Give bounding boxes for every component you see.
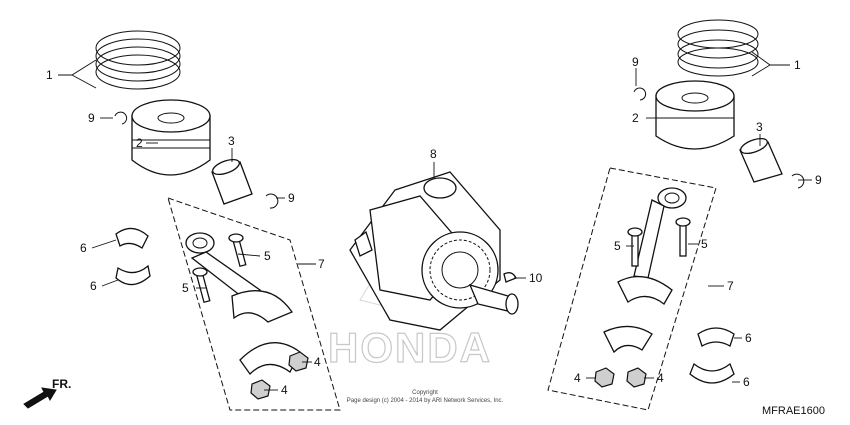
left-connecting-rod bbox=[185, 232, 293, 323]
callout-5-left-a: 5 bbox=[264, 249, 271, 263]
copyright-line-2: Page design (c) 2004 - 2014 by ARI Netwo… bbox=[347, 398, 504, 404]
copyright-line-1: Copyright bbox=[412, 390, 438, 396]
right-rod-group-box bbox=[547, 167, 717, 411]
left-clip-9a bbox=[114, 111, 128, 125]
left-piston bbox=[131, 99, 211, 176]
honda-watermark: HONDA bbox=[327, 184, 501, 372]
callout-9-left-b: 9 bbox=[288, 191, 295, 205]
callout-6-left-a: 6 bbox=[80, 241, 87, 255]
callout-3-right: 3 bbox=[756, 120, 763, 134]
front-label: FR. bbox=[52, 377, 71, 391]
watermark-text: HONDA bbox=[328, 324, 492, 371]
callout-1-left: 1 bbox=[46, 68, 53, 82]
woodruff-key bbox=[503, 272, 517, 283]
callout-9-right-b: 9 bbox=[815, 173, 822, 187]
callout-10-key: 10 bbox=[529, 271, 543, 285]
copyright-notice: Copyright Page design (c) 2004 - 2014 by… bbox=[347, 390, 504, 404]
left-clip-9b bbox=[265, 193, 279, 209]
left-piston-pin bbox=[211, 158, 253, 205]
callout-5-left-b: 5 bbox=[182, 281, 189, 295]
callout-8-crankshaft: 8 bbox=[430, 147, 437, 161]
callout-4-left-a: 4 bbox=[314, 355, 321, 369]
left-rod-bolts bbox=[192, 233, 247, 304]
left-nuts bbox=[250, 351, 309, 400]
callout-5-right-a: 5 bbox=[614, 239, 621, 253]
callout-6-right-a: 6 bbox=[745, 331, 752, 345]
right-clip-9b bbox=[791, 173, 805, 189]
right-piston bbox=[655, 80, 735, 150]
callout-5-right-b: 5 bbox=[701, 237, 708, 251]
right-bearings bbox=[689, 327, 735, 384]
right-clip-9a bbox=[633, 87, 647, 101]
callout-2-left: 2 bbox=[136, 136, 143, 150]
callout-4-right-b: 4 bbox=[657, 371, 664, 385]
right-connecting-rod bbox=[617, 187, 687, 305]
callout-6-right-b: 6 bbox=[743, 375, 750, 389]
leader-lines bbox=[58, 51, 812, 391]
callout-7-right: 7 bbox=[727, 279, 734, 293]
callout-1-right: 1 bbox=[794, 58, 801, 72]
callout-7-left: 7 bbox=[318, 257, 325, 271]
right-rod-bolts bbox=[627, 217, 691, 267]
callout-9-right-a: 9 bbox=[632, 55, 639, 69]
crankshaft bbox=[349, 171, 519, 331]
callout-4-right-a: 4 bbox=[574, 371, 581, 385]
callout-4-left-b: 4 bbox=[281, 383, 288, 397]
callout-6-left-b: 6 bbox=[90, 279, 97, 293]
callout-9-left-a: 9 bbox=[88, 111, 95, 125]
right-rod-cap bbox=[603, 325, 653, 354]
left-piston-rings bbox=[95, 30, 181, 90]
callout-2-right: 2 bbox=[632, 111, 639, 125]
callout-3-left: 3 bbox=[228, 134, 235, 148]
right-piston-rings bbox=[677, 19, 759, 77]
diagram-code: MFRAE1600 bbox=[762, 405, 825, 417]
callout-labels: 1 9 2 3 9 6 6 5 5 7 4 4 8 10 9 1 2 3 9 5… bbox=[46, 55, 822, 397]
right-nuts bbox=[594, 367, 647, 388]
right-piston-pin bbox=[739, 137, 783, 183]
left-bearings bbox=[115, 227, 151, 286]
front-arrow: FR. bbox=[23, 377, 71, 409]
left-rod-group-box bbox=[167, 197, 341, 411]
